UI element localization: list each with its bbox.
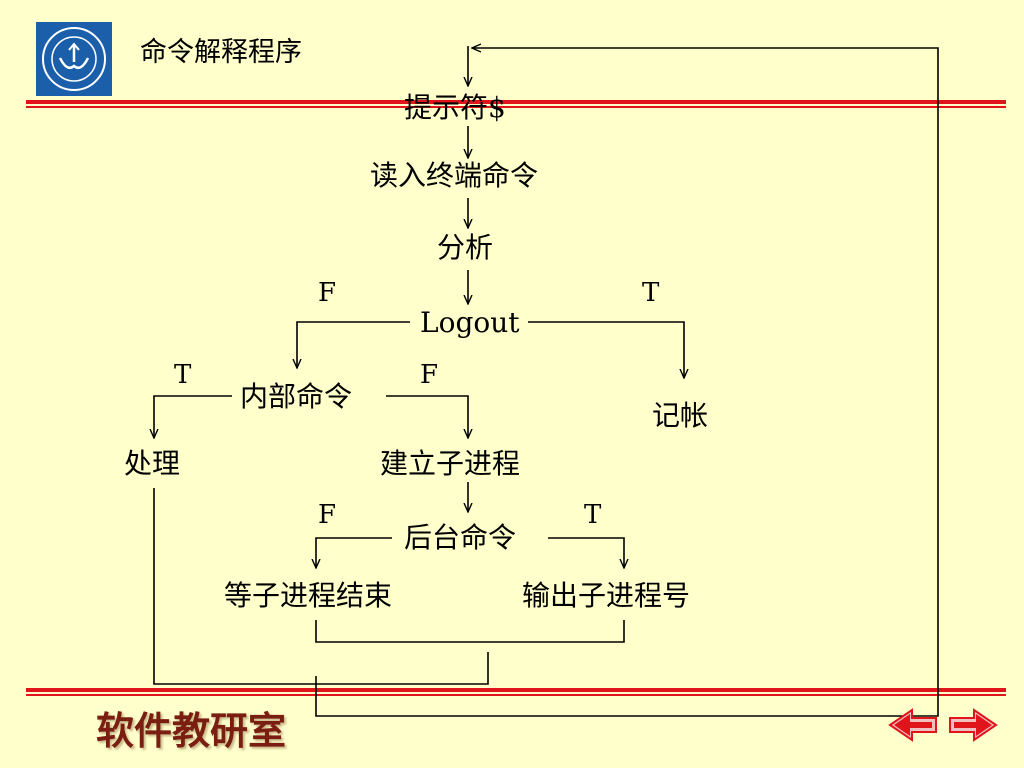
node-print-pid: 输出子进程号 [522,579,691,612]
page-title: 命令解释程序 [140,37,302,68]
university-logo [36,22,112,96]
arrow-internal-true [154,395,232,438]
flag-background-false: F [318,500,337,530]
arrow-right-icon [949,708,998,742]
university-seal-icon [42,27,106,91]
next-slide-button[interactable] [948,708,998,746]
arrow-left-icon [888,708,937,742]
flag-logout-true: T [642,278,660,308]
flag-internal-true: T [174,360,192,390]
node-log: 记帐 [652,399,709,432]
node-prompt: 提示符$ [404,91,506,124]
flag-internal-false: F [420,360,439,390]
arrow-logout-true [528,321,684,378]
arrow-logout-false [297,321,410,368]
prev-slide-button[interactable] [888,708,938,746]
node-analyze: 分析 [437,231,494,264]
arrow-internal-false [386,395,468,438]
node-background-command: 后台命令 [404,521,517,554]
merge-line-wait-print [315,620,625,643]
node-read-command: 读入终端命令 [370,159,539,192]
node-create-child: 建立子进程 [380,447,521,480]
arrow-background-true [548,537,624,568]
footer-divider [26,688,1006,696]
merge-line-down [153,488,489,685]
node-internal-command: 内部命令 [240,380,353,413]
flag-logout-false: F [318,278,337,308]
arrow-background-false [316,537,392,568]
node-wait-child: 等子进程结束 [224,579,393,612]
loop-back-line [315,48,939,717]
header-divider [26,100,1006,108]
node-logout: Logout [420,306,520,339]
flag-background-true: T [584,500,602,530]
footer-label: 软件教研室 [96,708,287,753]
node-handle: 处理 [124,447,181,480]
